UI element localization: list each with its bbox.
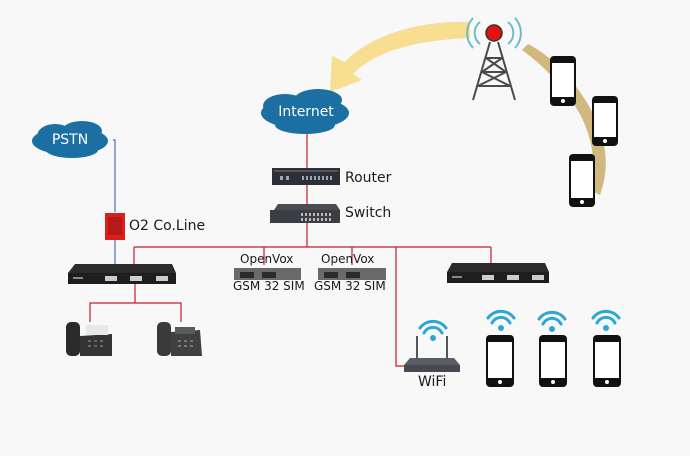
gsm-gateway-icon bbox=[318, 268, 386, 280]
router-label: Router bbox=[345, 170, 392, 186]
pstn-cloud-icon bbox=[32, 121, 108, 158]
gateway1-model: GSM 32 SIM bbox=[233, 279, 305, 293]
curved-arrow-icon bbox=[330, 21, 470, 93]
cell-tower-icon bbox=[466, 17, 522, 101]
internet-cloud-icon bbox=[261, 89, 349, 134]
link-pbx-phones bbox=[89, 283, 182, 322]
smartphone-icon bbox=[593, 335, 621, 387]
gateway1-brand: OpenVox bbox=[240, 252, 294, 266]
wifi-signal-icon bbox=[418, 319, 448, 341]
ip-phone-icon bbox=[157, 322, 202, 356]
gateway2-brand: OpenVox bbox=[321, 252, 375, 266]
router-icon bbox=[272, 168, 340, 185]
wifi-label: WiFi bbox=[418, 374, 447, 390]
link-pstn-o2 bbox=[113, 139, 116, 212]
gsm-gateway-icon bbox=[234, 268, 301, 280]
wifi-router-icon bbox=[404, 336, 460, 372]
smartphone-icon bbox=[550, 56, 576, 106]
pbx-icon bbox=[447, 263, 549, 283]
o2-line-label: O2 Co.Line bbox=[129, 218, 206, 234]
smartphone-icon bbox=[592, 96, 618, 146]
switch-label: Switch bbox=[345, 205, 392, 221]
wifi-signal-icon bbox=[486, 309, 516, 331]
link-bus-wifi bbox=[395, 247, 408, 367]
pbx-icon bbox=[68, 264, 176, 284]
wifi-signal-icon bbox=[591, 309, 621, 331]
pstn-label: PSTN bbox=[51, 132, 89, 148]
smartphone-icon bbox=[486, 335, 514, 387]
gateway2-model: GSM 32 SIM bbox=[314, 279, 386, 293]
internet-label: Internet bbox=[278, 104, 334, 120]
smartphone-icon bbox=[539, 335, 567, 387]
sim-card-icon bbox=[105, 213, 125, 240]
switch-icon bbox=[270, 204, 340, 223]
smartphone-icon bbox=[569, 154, 595, 207]
links bbox=[89, 134, 492, 367]
ip-phone-icon bbox=[66, 322, 112, 356]
wifi-signal-icon bbox=[537, 310, 567, 332]
